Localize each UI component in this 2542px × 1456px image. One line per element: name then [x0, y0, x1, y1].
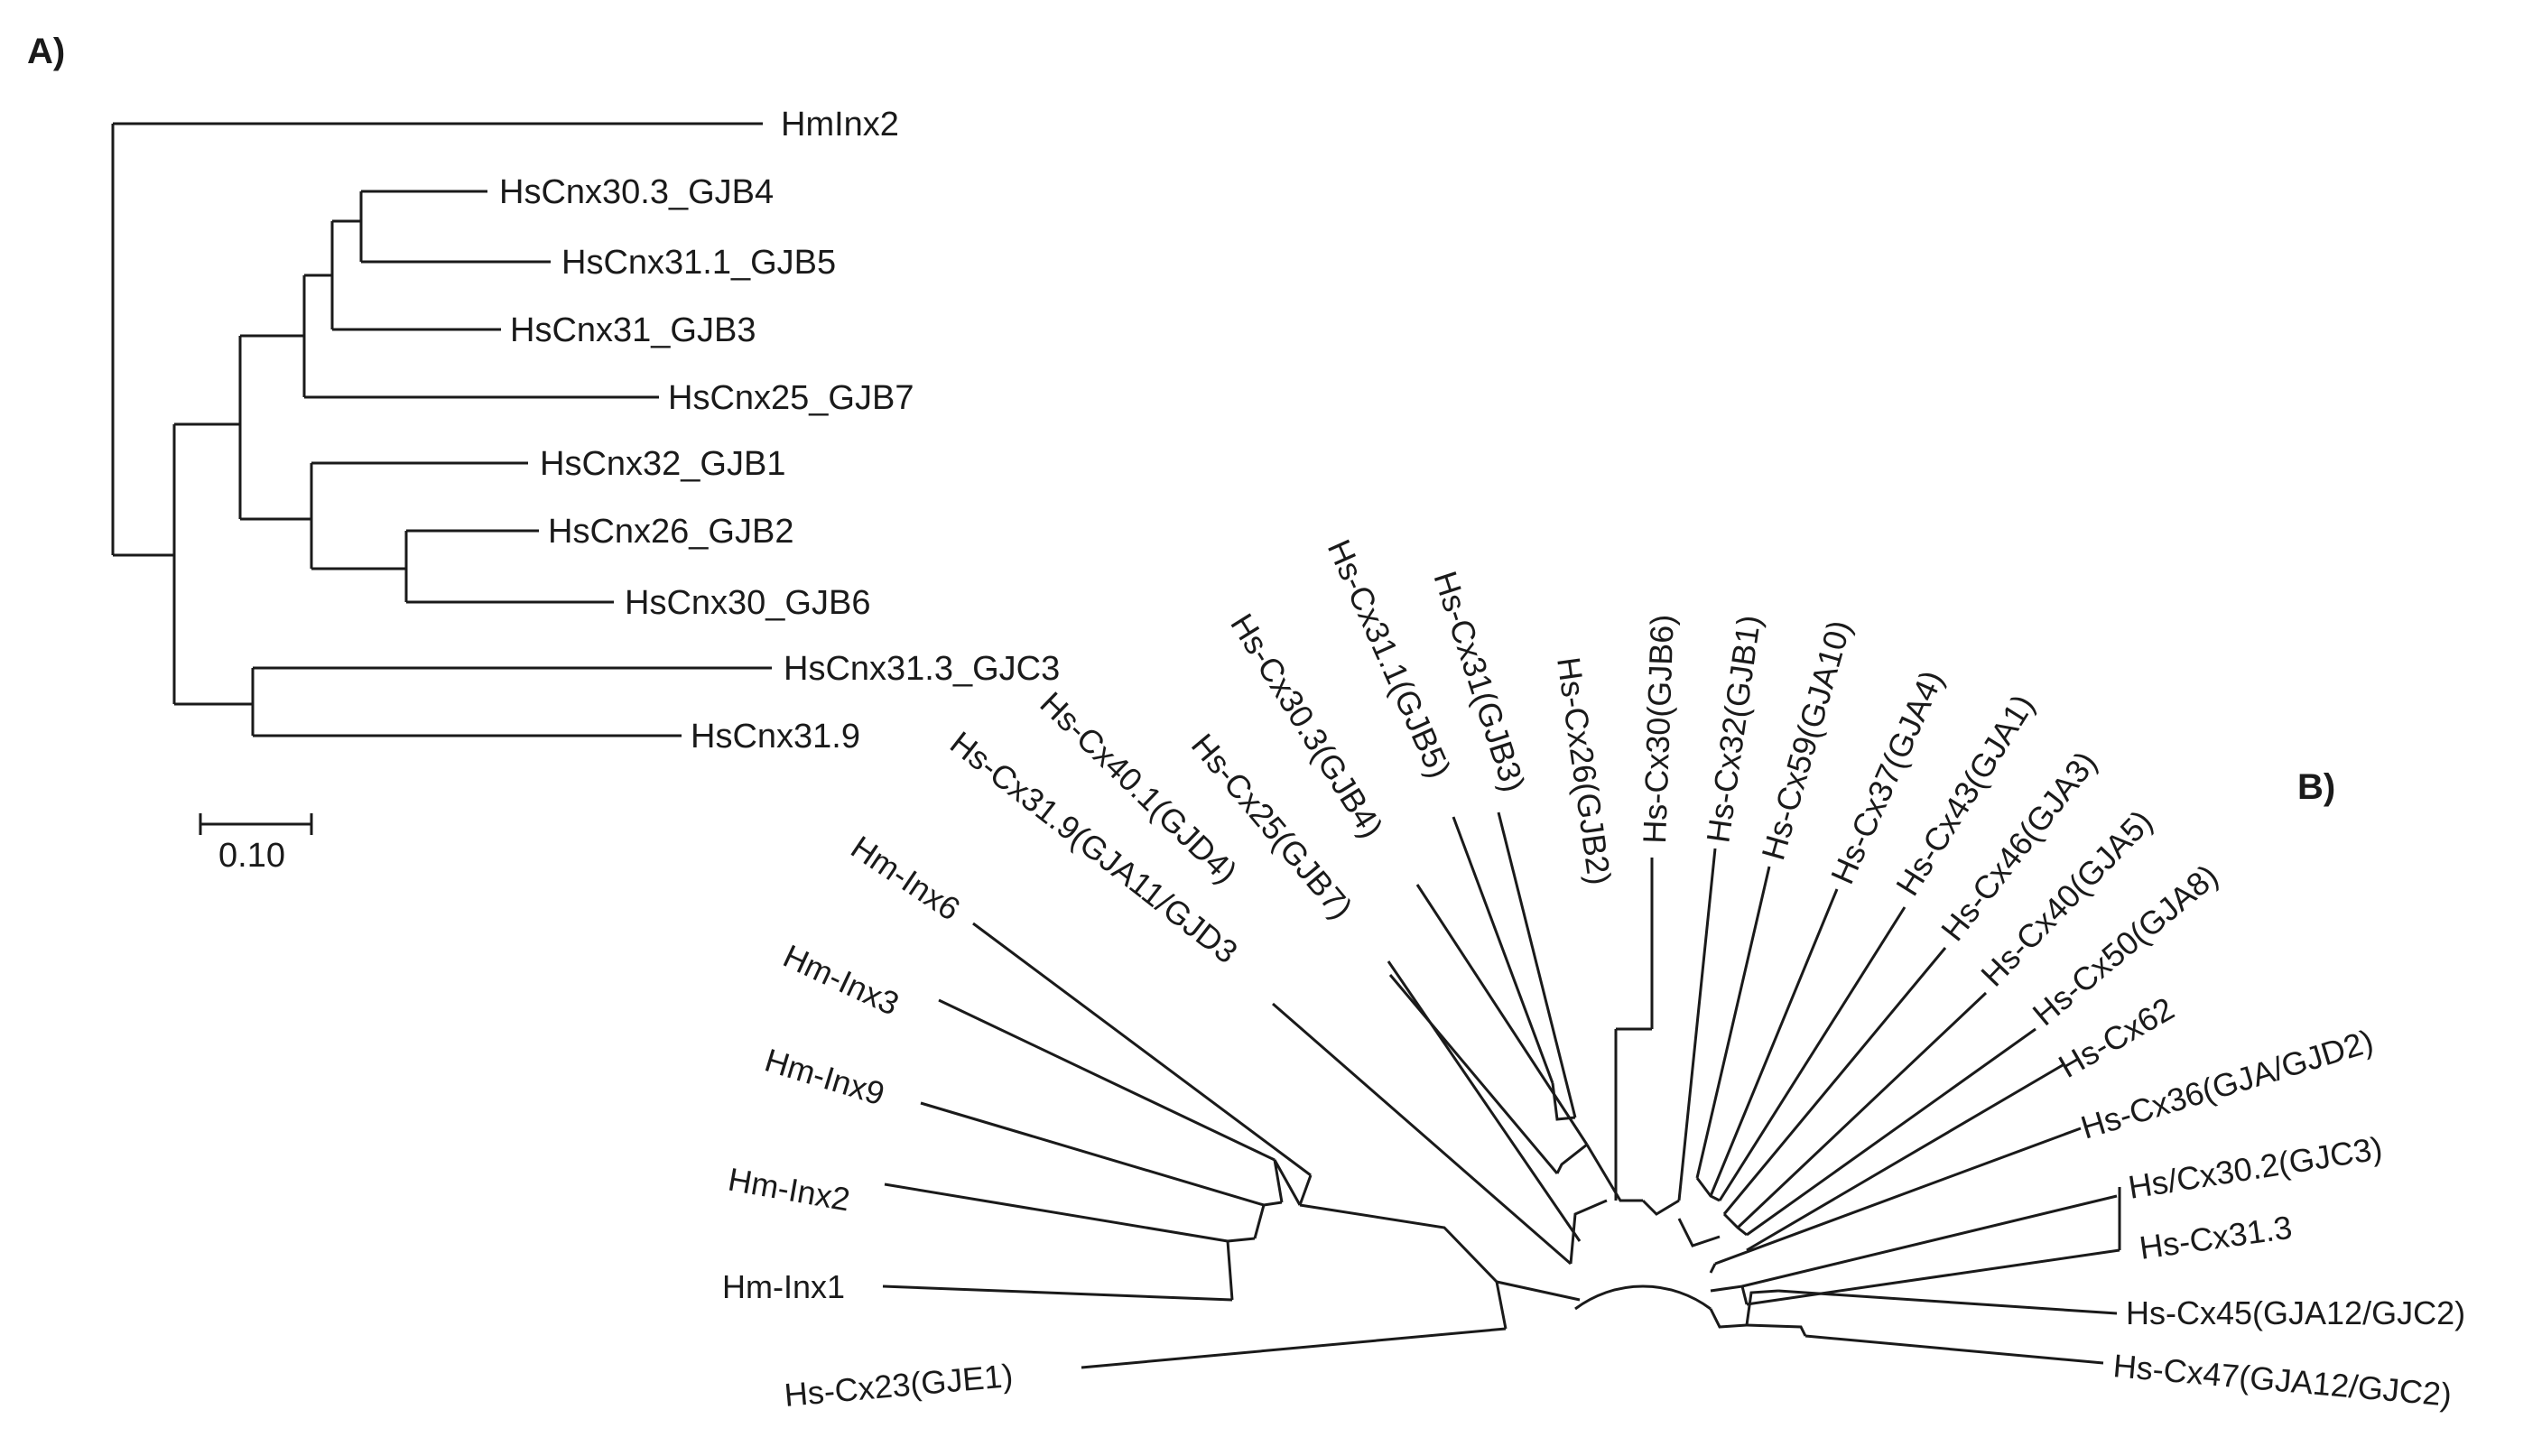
branch-cx31 — [1497, 811, 1577, 1118]
tip-label: Hs-Cx45(GJA12/GJC2) — [2126, 1294, 2465, 1331]
branch-cx31-1 — [1452, 816, 1554, 1084]
panel-a: A) — [27, 32, 1060, 875]
tip-label: Hm-Inx6 — [845, 829, 968, 928]
branch-cx59 — [1695, 866, 1771, 1179]
tip-label: HsCnx31.1_GJB5 — [561, 244, 836, 282]
branch-cx25 — [1388, 974, 1559, 1174]
branch-cx62 — [1746, 1063, 2064, 1252]
tip-label: HsCnx31_GJB3 — [510, 311, 756, 349]
panel-b-label: B) — [2297, 767, 2335, 807]
branch-hm-inx1 — [882, 1284, 1233, 1302]
tip-label: Hs-Cx59(GJA10) — [1754, 616, 1858, 864]
panel-a-branches — [111, 122, 772, 737]
branch-hm-inx2 — [884, 1182, 1229, 1243]
tip-label: Hm-Inx1 — [722, 1268, 845, 1305]
tip-label: HsCnx32_GJB1 — [540, 445, 785, 483]
branch-cx31-3 — [1746, 1248, 2120, 1306]
tip-label: Hm-Inx2 — [726, 1161, 853, 1219]
branch-cx30-3 — [1415, 884, 1589, 1145]
tip-label: Hm-Inx9 — [761, 1041, 889, 1112]
branch-cx23 — [1081, 1327, 1507, 1369]
branch-hm-inx9 — [920, 1101, 1265, 1207]
panel-b-branches — [882, 811, 2121, 1369]
tip-label: Hs-Cx32(GJB1) — [1699, 613, 1767, 845]
branch-hm-inx6 — [972, 922, 1312, 1177]
branch-cx40-1 — [1387, 960, 1582, 1242]
tip-label: Hs-Cx23(GJE1) — [783, 1357, 1015, 1414]
scale-bar: 0.10 — [199, 813, 313, 875]
tip-label: HsCnx26_GJB2 — [548, 513, 793, 551]
panel-a-label: A) — [27, 32, 65, 71]
branch-cx50 — [1746, 1027, 2036, 1237]
tip-label: HsCnx31.3_GJC3 — [784, 650, 1060, 688]
branch-cx43 — [1718, 906, 1906, 1201]
branch-cx37 — [1709, 888, 1839, 1197]
tip-label: HmInx2 — [781, 106, 899, 144]
branch-hm-inx3 — [938, 998, 1276, 1162]
scale-bar-label: 0.10 — [218, 837, 285, 875]
tip-label: Hs-Cx26(GJB2) — [1550, 654, 1619, 886]
tip-label: HsCnx30_GJB6 — [625, 584, 870, 622]
branch-cx47 — [1804, 1334, 2104, 1365]
branch-cx40 — [1736, 991, 1988, 1229]
tip-label: Hs-Cx47(GJA12/GJC2) — [2111, 1347, 2453, 1414]
branch-cx31-9 — [1272, 1002, 1572, 1266]
tip-label: Hs-Cx31.3 — [2137, 1209, 2294, 1266]
branch-cx36 — [1714, 1127, 2082, 1266]
tip-label: Hs/Cx30.2(GJC3) — [2126, 1129, 2385, 1206]
branch-cx30-2 — [1741, 1194, 2118, 1288]
branch-cx46 — [1722, 947, 1947, 1215]
branch-cx32 — [1677, 848, 1717, 1201]
tip-label: HsCnx25_GJB7 — [668, 379, 914, 417]
branch-cx45 — [1777, 1289, 2118, 1315]
tip-label: Hs-Cx30(GJB6) — [1636, 614, 1681, 844]
tip-label: Hm-Inx3 — [778, 937, 905, 1023]
tip-label: HsCnx30.3_GJB4 — [499, 173, 774, 211]
panel-a-tip-labels: HmInx2 HsCnx30.3_GJB4 HsCnx31.1_GJB5 HsC… — [499, 106, 1060, 756]
tip-label: HsCnx31.9 — [691, 718, 860, 756]
